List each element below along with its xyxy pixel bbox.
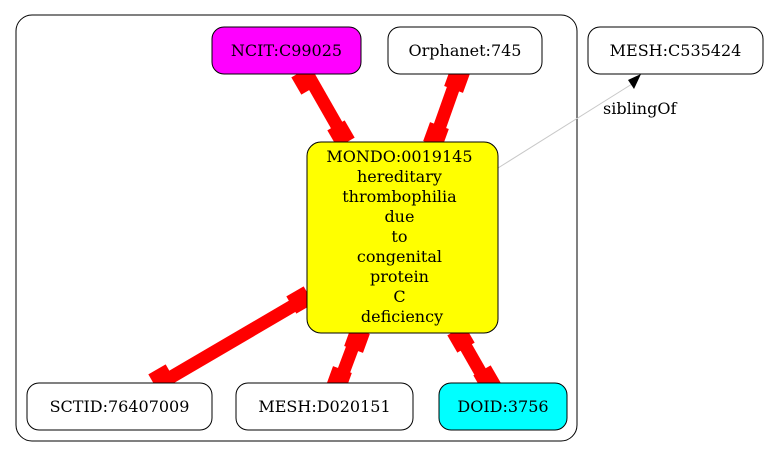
node-mesh-c535424-label: MESH:C535424 (610, 41, 742, 60)
edge-center-meshc (497, 83, 633, 169)
center-line-3: thrombophilia (342, 187, 457, 206)
center-line-9: deficiency (361, 307, 443, 326)
node-doid[interactable]: DOID:3756 (438, 382, 568, 431)
center-line-5: to (391, 227, 407, 246)
edge-orphanet-center-marker (423, 122, 449, 148)
edge-ncit-center-marker (327, 120, 355, 148)
node-mesh-c535424-box (587, 26, 764, 75)
edge-center-sctid (152, 291, 312, 392)
center-line-6: congenital (357, 247, 442, 266)
center-line-1: MONDO:0019145 (326, 147, 472, 166)
node-mesh-d020151-box (235, 382, 414, 431)
node-orphanet[interactable]: Orphanet:745 (387, 26, 543, 75)
node-center-label: MONDO:0019145 hereditary thrombophilia d… (326, 147, 477, 326)
node-mesh-d020151[interactable]: MESH:D020151 (235, 382, 414, 431)
node-ncit[interactable]: NCIT:C99025 (211, 26, 362, 75)
node-center[interactable]: MONDO:0019145 hereditary thrombophilia d… (306, 141, 499, 334)
node-orphanet-label: Orphanet:745 (409, 41, 522, 60)
node-mesh-d020151-label: MESH:D020151 (258, 397, 390, 416)
cluster-box (15, 14, 578, 442)
node-sctid[interactable]: SCTID:76407009 (26, 382, 213, 431)
center-line-2: hereditary (357, 167, 442, 186)
node-sctid-label: SCTID:76407009 (50, 397, 190, 416)
center-line-7: protein (370, 267, 429, 286)
sibling-edge-label: siblingOf (603, 99, 677, 118)
sibling-edge: siblingOf (497, 74, 677, 169)
center-line-8: C (393, 287, 405, 306)
sibling-arrow-head (628, 74, 641, 89)
node-doid-label: DOID:3756 (457, 397, 548, 416)
node-center-box (306, 141, 499, 334)
center-line-4: due (384, 207, 414, 226)
node-ncit-box (211, 26, 362, 75)
node-sctid-box (26, 382, 213, 431)
edge-meshd-center-marker (344, 327, 370, 353)
node-doid-box (438, 382, 568, 431)
node-orphanet-box (387, 26, 543, 75)
node-mesh-c535424[interactable]: MESH:C535424 (587, 26, 764, 75)
node-ncit-label: NCIT:C99025 (231, 41, 342, 60)
